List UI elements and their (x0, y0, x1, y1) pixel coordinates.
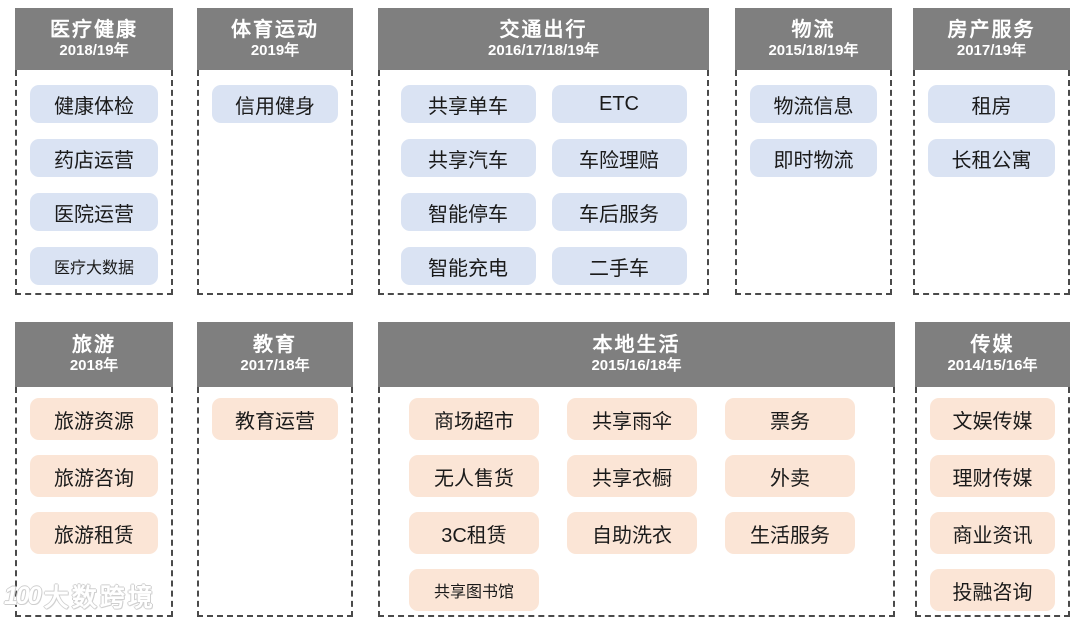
category-years: 2018/19年 (59, 41, 129, 59)
item-card: 生活服务 (725, 512, 855, 554)
item-card: 智能停车 (400, 193, 536, 231)
item-card: 即时物流 (750, 139, 877, 177)
item-card: 共享单车 (400, 85, 536, 123)
category-items: 共享单车 ETC 共享汽车 车险理赔 智能停车 车后服务 智能充电 二手车 (378, 70, 709, 295)
category-header: 教育 2017/18年 (197, 322, 353, 387)
category-column-realestate: 房产服务 2017/19年 租房 长租公寓 (913, 8, 1070, 295)
category-items: 文娱传媒 理财传媒 商业资讯 投融咨询 (915, 387, 1070, 617)
category-years: 2019年 (250, 41, 300, 59)
category-years: 2017/18年 (240, 357, 310, 375)
item-card: 旅游咨询 (30, 455, 158, 497)
item-card: 共享图书馆 (409, 569, 539, 611)
category-header: 物流 2015/18/19年 (735, 8, 892, 70)
category-column-locallife: 本地生活 2015/16/18年 商场超市 共享雨伞 票务 无人售货 共享衣橱 … (378, 322, 895, 617)
item-card: ETC (551, 85, 687, 123)
item-card: 共享汽车 (400, 139, 536, 177)
category-years: 2015/18/19年 (768, 41, 859, 59)
category-column-media: 传媒 2014/15/16年 文娱传媒 理财传媒 商业资讯 投融咨询 (915, 322, 1070, 617)
item-card: 医疗大数据 (30, 247, 158, 285)
item-card: 商场超市 (409, 398, 539, 440)
category-items: 旅游资源 旅游咨询 旅游租赁 (15, 387, 173, 617)
item-card: 旅游租赁 (30, 512, 158, 554)
category-header: 房产服务 2017/19年 (913, 8, 1070, 70)
category-years: 2017/19年 (956, 41, 1027, 59)
category-title: 本地生活 (592, 334, 681, 357)
category-years: 2015/16/18年 (591, 357, 682, 375)
category-title: 交通出行 (499, 18, 588, 41)
item-card: 长租公寓 (928, 139, 1055, 177)
item-card: 医院运营 (30, 193, 158, 231)
category-title: 房产服务 (947, 18, 1036, 41)
category-items: 教育运营 (197, 387, 353, 617)
category-title: 物流 (791, 18, 836, 41)
item-card: 票务 (725, 398, 855, 440)
item-card: 二手车 (551, 247, 687, 285)
category-years: 2016/17/18/19年 (488, 41, 599, 59)
category-column-transport: 交通出行 2016/17/18/19年 共享单车 ETC 共享汽车 车险理赔 智… (378, 8, 709, 295)
category-years: 2018年 (69, 357, 119, 375)
item-card: 旅游资源 (30, 398, 158, 440)
item-card: 理财传媒 (930, 455, 1055, 497)
item-card: 租房 (928, 85, 1055, 123)
item-card: 外卖 (725, 455, 855, 497)
category-years: 2014/15/16年 (947, 357, 1038, 375)
item-card: 健康体检 (30, 85, 158, 123)
item-card: 共享雨伞 (567, 398, 697, 440)
category-title: 体育运动 (231, 18, 319, 41)
item-card: 共享衣橱 (567, 455, 697, 497)
category-title: 医疗健康 (50, 18, 138, 41)
category-items: 商场超市 共享雨伞 票务 无人售货 共享衣橱 外卖 3C租赁 自助洗衣 生活服务… (378, 387, 895, 617)
item-card: 投融咨询 (930, 569, 1055, 611)
category-column-logistics: 物流 2015/18/19年 物流信息 即时物流 (735, 8, 892, 295)
category-title: 传媒 (970, 334, 1015, 357)
category-items: 租房 长租公寓 (913, 70, 1070, 295)
category-header: 传媒 2014/15/16年 (915, 322, 1070, 387)
item-card: 车后服务 (551, 193, 687, 231)
category-header: 交通出行 2016/17/18/19年 (378, 8, 709, 70)
item-card: 商业资讯 (930, 512, 1055, 554)
category-items: 健康体检 药店运营 医院运营 医疗大数据 (15, 70, 173, 295)
category-header: 本地生活 2015/16/18年 (378, 322, 895, 387)
item-card: 信用健身 (212, 85, 338, 123)
category-items: 信用健身 (197, 70, 353, 295)
item-card: 物流信息 (750, 85, 877, 123)
item-card: 文娱传媒 (930, 398, 1055, 440)
item-card: 教育运营 (212, 398, 338, 440)
category-header: 旅游 2018年 (15, 322, 173, 387)
item-card: 药店运营 (30, 139, 158, 177)
item-card: 无人售货 (409, 455, 539, 497)
item-card: 车险理赔 (551, 139, 687, 177)
category-items: 物流信息 即时物流 (735, 70, 892, 295)
category-header: 体育运动 2019年 (197, 8, 353, 70)
category-header: 医疗健康 2018/19年 (15, 8, 173, 70)
item-card: 3C租赁 (409, 512, 539, 554)
category-column-medical: 医疗健康 2018/19年 健康体检 药店运营 医院运营 医疗大数据 (15, 8, 173, 295)
category-column-sports: 体育运动 2019年 信用健身 (197, 8, 353, 295)
category-title: 教育 (253, 334, 297, 357)
category-column-education: 教育 2017/18年 教育运营 (197, 322, 353, 617)
category-column-travel: 旅游 2018年 旅游资源 旅游咨询 旅游租赁 (15, 322, 173, 617)
item-card: 自助洗衣 (567, 512, 697, 554)
item-card: 智能充电 (400, 247, 536, 285)
category-title: 旅游 (72, 334, 116, 357)
